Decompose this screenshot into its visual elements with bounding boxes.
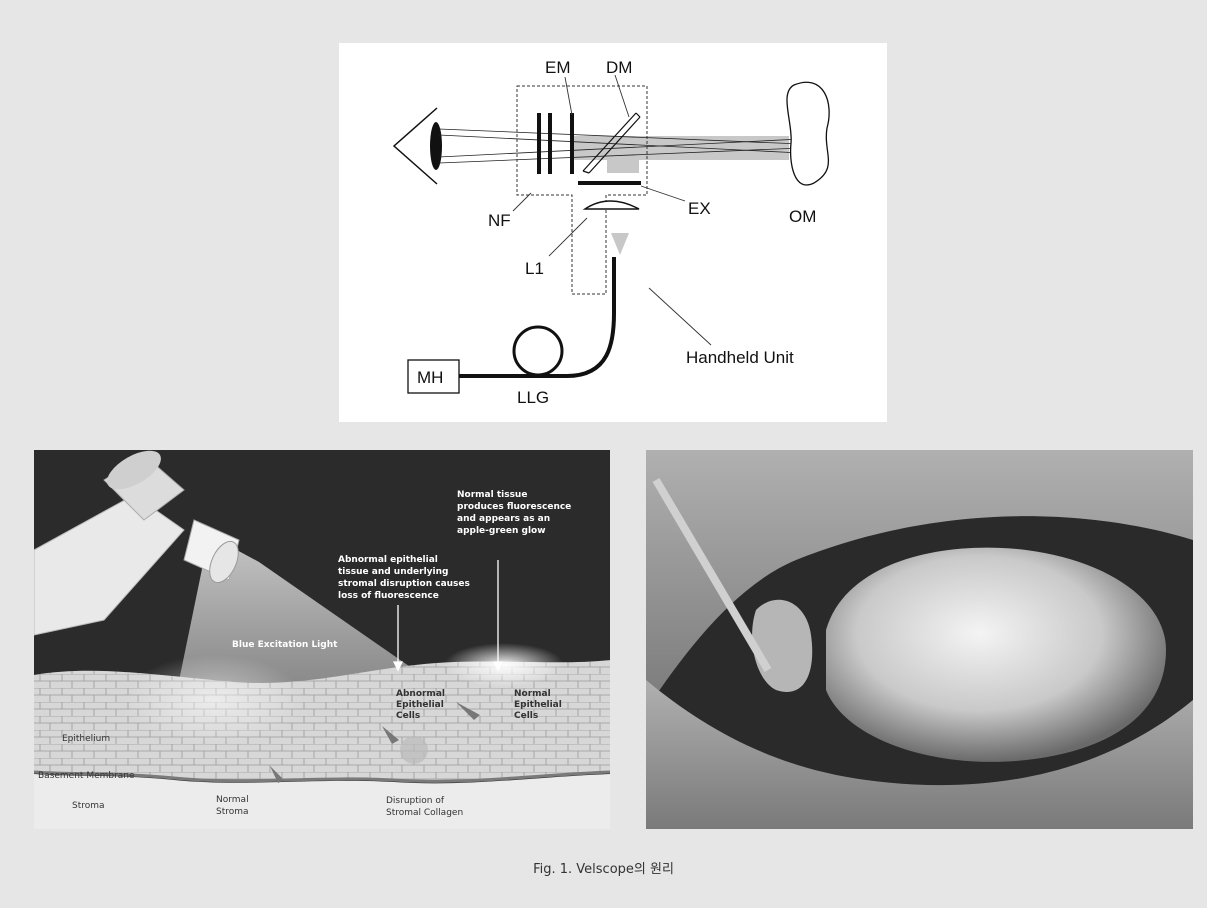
label-mh: MH [417, 368, 443, 387]
eye-icon [394, 108, 442, 184]
oral-cavity-photo [646, 450, 1193, 829]
lens-l1 [585, 201, 639, 209]
oral-photo-panel [646, 450, 1193, 829]
label-basement-membrane: Basement Membrane [38, 771, 135, 781]
optical-schematic-diagram: EM DM NF EX OM L1 MH LLG Handheld Unit [339, 43, 887, 422]
tissue-illustration-panel: Normal tissue produces fluorescence and … [34, 450, 610, 829]
object-outline [787, 82, 829, 185]
label-epithelium: Epithelium [62, 734, 110, 744]
annotation-abnormal-tissue: Abnormal epithelial tissue and underlyin… [338, 555, 473, 601]
figure-caption: Fig. 1. Velscope의 원리 [0, 858, 1207, 877]
light-cone [611, 233, 629, 255]
annotation-normal-tissue: Normal tissue produces fluorescence and … [457, 490, 574, 536]
label-llg: LLG [517, 388, 549, 407]
normal-fluorescence-glow [444, 643, 564, 687]
annotation-blue-excitation-light: Blue Excitation Light [232, 640, 338, 650]
label-stroma: Stroma [72, 801, 105, 811]
label-ex: EX [688, 199, 711, 218]
label-om: OM [789, 207, 816, 226]
light-spot [124, 655, 304, 745]
stroma-layer [34, 774, 610, 829]
tissue-fluorescence-illustration: Normal tissue produces fluorescence and … [34, 450, 610, 829]
label-handheld-unit: Handheld Unit [686, 348, 794, 367]
label-nf: NF [488, 211, 511, 230]
label-em: EM [545, 58, 571, 77]
label-dm: DM [606, 58, 632, 77]
label-l1: L1 [525, 259, 544, 278]
disrupted-cell-cluster [400, 736, 428, 764]
tongue-surface [826, 548, 1166, 762]
optical-schematic-panel: EM DM NF EX OM L1 MH LLG Handheld Unit [339, 43, 887, 422]
